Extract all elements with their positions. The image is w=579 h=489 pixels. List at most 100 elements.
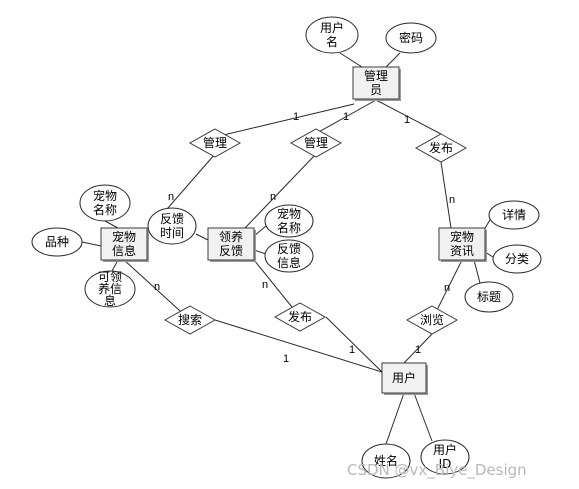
relationship-diamond [188, 128, 242, 158]
cardinality-label: n [449, 194, 455, 206]
attribute-label: 养信 [98, 281, 122, 296]
entity-admin: 管理员 [352, 66, 401, 101]
cardinality-label: 1 [283, 353, 289, 365]
attribute-ellipse [31, 227, 83, 257]
connector-line [403, 333, 433, 364]
attribute-label: 反馈 [277, 242, 301, 256]
relationship-browse: 浏览 [405, 305, 459, 335]
attribute-u-name: 姓名 [361, 443, 411, 479]
attribute-label: 息 [104, 293, 116, 308]
connector-line [325, 316, 383, 373]
connector-line [375, 99, 442, 135]
entity-box [207, 227, 255, 261]
attribute-label: 名 [326, 34, 338, 49]
entity-label: 领养 [219, 229, 243, 244]
entity-user: 用户 [381, 362, 428, 395]
entity-label: 信息 [112, 243, 136, 258]
relationship-search: 搜索 [163, 305, 217, 335]
relationship-label: 发布 [429, 140, 453, 155]
attribute-admin-username: 用户名 [305, 16, 359, 54]
attribute-ellipse [84, 270, 136, 308]
cardinality-label: 1 [415, 344, 421, 356]
cardinality-label: 1 [349, 344, 355, 356]
attribute-pi-breed: 品种 [31, 227, 83, 257]
attribute-label: 姓名 [374, 453, 398, 468]
connector-line [244, 153, 317, 229]
connector-line [385, 392, 405, 445]
attribute-label: 可领 [98, 270, 122, 284]
attribute-label: 密码 [399, 30, 423, 45]
attribute-ellipse [488, 200, 540, 230]
relationship-publish2: 发布 [273, 302, 327, 332]
relationship-manage1: 管理 [188, 128, 242, 158]
relationship-diamond [273, 302, 327, 332]
entity-label: 宠物 [112, 229, 136, 244]
attribute-label: 标题 [477, 290, 501, 304]
attribute-label: 详情 [502, 207, 526, 222]
relationship-manage2: 管理 [289, 128, 343, 158]
cardinality-label: n [262, 279, 268, 291]
watermark: CSDN @vx_Biye_Design [347, 461, 527, 480]
entity-label: 管理 [364, 68, 388, 83]
attribute-label: ID [439, 457, 452, 471]
entity-box [352, 66, 400, 100]
cardinality-label: 1 [293, 111, 299, 123]
connector-line [195, 233, 209, 241]
relationship-diamond [405, 305, 459, 335]
attribute-pn-category: 分类 [492, 244, 542, 274]
cardinality-label: 1 [343, 111, 349, 123]
connector-line [123, 259, 191, 321]
attribute-label: 信息 [277, 255, 301, 270]
connector-line [214, 319, 383, 373]
attribute-pn-detail: 详情 [488, 200, 540, 230]
attribute-label: 名称 [93, 202, 117, 217]
attribute-ellipse [492, 244, 542, 274]
relationship-diamond [163, 305, 217, 335]
cardinality-label: n [270, 191, 276, 203]
attribute-ellipse [79, 184, 131, 222]
attribute-label: 品种 [45, 235, 69, 249]
relationship-label: 管理 [304, 135, 328, 150]
relationship-diamond [414, 133, 468, 163]
cardinality-label: n [154, 281, 160, 293]
entity-box [100, 227, 148, 261]
cardinality-label: 1 [404, 114, 410, 126]
cardinality-label: n [444, 282, 450, 294]
attribute-pn-title: 标题 [464, 281, 514, 313]
attribute-label: 反馈 [160, 212, 184, 226]
relationship-label: 发布 [288, 309, 312, 324]
relationship-label: 浏览 [420, 312, 444, 327]
attribute-ellipse [361, 443, 411, 479]
attribute-ellipse [264, 204, 314, 238]
connector-line [385, 52, 401, 68]
relationship-label: 搜索 [178, 312, 202, 327]
connector-line [81, 241, 102, 247]
relationship-diamond [289, 128, 343, 158]
attribute-ellipse [420, 439, 470, 475]
entity-box [381, 362, 427, 394]
entity-label: 资讯 [450, 244, 474, 258]
attribute-ellipse [305, 16, 359, 54]
attribute-ellipse [264, 239, 314, 273]
attribute-label: 名称 [277, 220, 301, 235]
connector-line [440, 161, 452, 229]
entity-label: 用户 [392, 370, 416, 385]
connector-line [104, 220, 119, 229]
entity-box [438, 227, 486, 261]
attribute-label: 用户 [433, 442, 457, 457]
attribute-ellipse [147, 207, 197, 245]
attribute-ellipse [464, 281, 514, 313]
connector-line [473, 259, 481, 284]
attribute-label: 宠物 [277, 206, 301, 221]
attribute-label: 用户 [320, 20, 344, 35]
